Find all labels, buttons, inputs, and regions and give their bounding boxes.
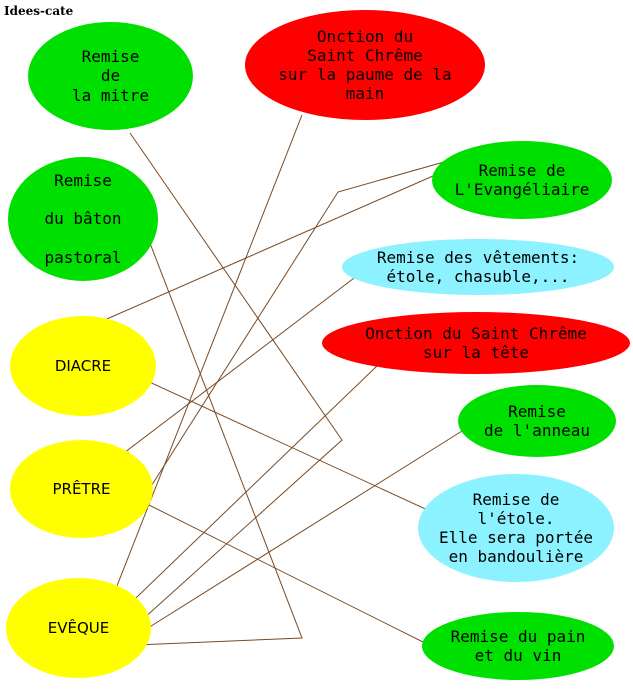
link-vetements-pretre	[119, 271, 363, 457]
node-remise-baton: Remise du bâton pastoral	[8, 157, 158, 281]
link-chreme-main-eveque	[112, 114, 303, 597]
page-title: Idees-cate	[4, 4, 74, 18]
link-pretre-pain	[144, 502, 444, 653]
node-remise-mitre-label: Remise de la mitre	[71, 47, 150, 105]
node-remise-vetements: Remise des vêtements: étole, chasuble,..…	[342, 239, 614, 295]
node-diacre: DIACRE	[10, 316, 156, 416]
node-remise-etole-label: Remise de l'étole. Elle sera portée en b…	[438, 489, 594, 567]
node-remise-anneau-label: Remise de l'anneau	[484, 401, 590, 440]
link-chreme-tete-eveque	[112, 364, 379, 621]
link-baton-eveque	[112, 237, 303, 647]
node-pretre-label: PRÊTRE	[52, 480, 111, 498]
node-onction-paume-label: Onction du Saint Chrême sur la paume de …	[278, 26, 452, 104]
node-remise-baton-label: Remise du bâton pastoral	[44, 171, 122, 267]
link-evangeliaire-pretre	[149, 157, 459, 489]
node-remise-pain-vin-label: Remise du pain et du vin	[450, 626, 586, 665]
node-remise-etole: Remise de l'étole. Elle sera portée en b…	[418, 474, 614, 582]
node-remise-evangeliaire: Remise de L'Evangéliaire	[432, 141, 612, 219]
link-anneau-eveque	[139, 425, 471, 634]
link-diacre-etole	[144, 379, 433, 513]
node-remise-anneau: Remise de l'anneau	[458, 385, 616, 457]
node-pretre: PRÊTRE	[10, 440, 153, 538]
link-evangeliaire-diacre	[99, 164, 459, 323]
node-diacre-label: DIACRE	[54, 357, 112, 375]
node-onction-paume: Onction du Saint Chrême sur la paume de …	[245, 10, 485, 120]
node-onction-tete: Onction du Saint Chrême sur la tête	[322, 312, 630, 374]
node-remise-vetements-label: Remise des vêtements: étole, chasuble,..…	[376, 247, 580, 286]
node-remise-evangeliaire-label: Remise de L'Evangéliaire	[454, 160, 590, 199]
node-remise-pain-vin: Remise du pain et du vin	[422, 612, 614, 680]
node-eveque-label: EVÊQUE	[47, 619, 110, 637]
node-onction-tete-label: Onction du Saint Chrême sur la tête	[365, 323, 587, 362]
link-mitre-eveque	[112, 132, 343, 647]
node-remise-mitre: Remise de la mitre	[28, 22, 193, 130]
node-eveque: EVÊQUE	[6, 578, 151, 678]
